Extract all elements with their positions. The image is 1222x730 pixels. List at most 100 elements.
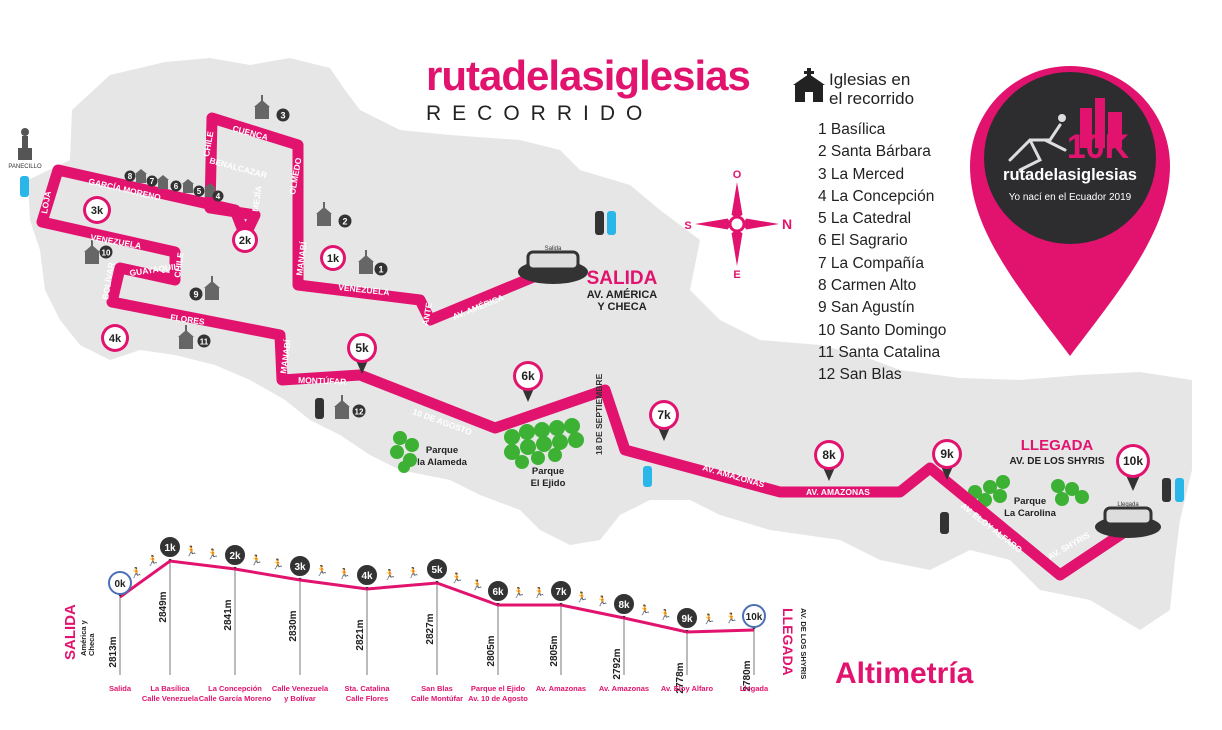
altimetry-km-marker: 7k — [549, 579, 573, 605]
water-bottle-icon — [1175, 478, 1184, 502]
church-legend-item: 8 Carmen Alto — [818, 277, 917, 295]
church-icon — [182, 179, 194, 193]
altimetry-location: Calle Venezuela — [142, 694, 199, 703]
runner-icon: 🏃 — [384, 568, 396, 581]
church-number: 11 — [200, 338, 209, 347]
church-icon — [84, 240, 100, 264]
runner-icon — [1008, 123, 1067, 172]
church-icon — [135, 169, 147, 183]
km-marker-2k: 2k — [232, 227, 258, 253]
altimetry-elevation: 2821m — [355, 619, 366, 650]
altimetry-location: Calle Flores — [346, 694, 389, 703]
altimetry-km-label: 3k — [294, 562, 306, 573]
runner-icon: 🏃 — [451, 571, 463, 584]
altimetry-location: Llegada — [740, 684, 769, 693]
church-number: 7 — [150, 177, 155, 186]
altimetry-km-label: 8k — [618, 600, 630, 611]
map-finish-sub: AV. DE LOS SHYRIS — [1009, 456, 1104, 467]
street-label: MANABÍ — [294, 241, 309, 277]
altimetry-location: Av. Amazonas — [536, 684, 586, 693]
altimetry-km-label: 4k — [361, 571, 373, 582]
church-legend-title: Iglesias en el recorrido — [829, 70, 914, 108]
km-marker-8k: 8k — [814, 440, 844, 481]
svg-text:6k: 6k — [521, 369, 535, 383]
altimetry-finish-title: LLEGADA — [780, 608, 796, 676]
altimetry-km-label: 5k — [431, 565, 443, 576]
runner-icon: 🏃 — [207, 547, 219, 560]
badge-tagline: Yo nací en el Ecuador 2019 — [1009, 192, 1132, 203]
map-start-line1: AV. AMÉRICA — [587, 288, 658, 301]
church-number-markers: 1 2 3 4 5 6 7 8 9 10 11 12 — [99, 108, 388, 418]
parque-alameda — [390, 431, 419, 473]
church-legend-title-line1: Iglesias en — [829, 70, 911, 89]
map-start-line2: Y CHECA — [597, 301, 646, 313]
church-skyline-icon — [1080, 98, 1122, 148]
church-legend-list: 1 Basílica 2 Santa Bárbara 3 La Merced 4… — [818, 119, 946, 387]
church-icon — [178, 325, 194, 349]
altimetry-location: Calle García Moreno — [199, 694, 272, 703]
brand-subtitle: RECORRIDO — [426, 102, 654, 125]
altimetry-km-label: 0k — [114, 579, 126, 590]
altimetry-start-title: SALIDA — [62, 604, 79, 660]
svg-text:8k: 8k — [822, 448, 836, 462]
runner-icon: 🏃 — [533, 586, 545, 599]
altimetry-location: Sta. Catalina — [344, 684, 390, 693]
church-legend-item: 7 La Compañía — [818, 254, 924, 272]
park-label: El Ejido — [531, 478, 566, 489]
church-number: 1 — [378, 265, 383, 275]
altimetry-start: SALIDA América y Checa — [62, 600, 106, 690]
svg-text:2k: 2k — [239, 235, 252, 247]
altimetry-km-marker: 4k — [355, 563, 379, 589]
church-icon — [204, 276, 220, 300]
street-label: CHILE — [172, 251, 185, 278]
svg-text:9k: 9k — [940, 447, 954, 461]
water-bottle-icon — [607, 211, 616, 235]
altimetry-location: La Basílica — [150, 684, 190, 693]
water-bottle-icon — [315, 398, 324, 419]
street-label: FLORES — [170, 312, 206, 327]
altimetry-km-marker: 8k — [612, 592, 636, 618]
church-number: 8 — [128, 172, 133, 181]
panecillo-icon — [18, 128, 32, 160]
altimetry-km-marker: 6k — [486, 579, 510, 605]
church-number: 6 — [174, 182, 179, 191]
altimetry-location: Av. 10 de Agosto — [468, 694, 528, 703]
start-arch: Salida — [518, 246, 588, 284]
finish-arch-label: Llegada — [1117, 502, 1139, 508]
church-number: 12 — [355, 408, 364, 417]
runner-icon: 🏃 — [725, 612, 737, 625]
runner-icon: 🏃 — [596, 595, 608, 608]
altimetry-start-sub: América y Checa — [79, 620, 96, 656]
street-label: AV. AMAZONAS — [806, 487, 870, 497]
runner-icon: 🏃 — [407, 566, 419, 579]
altimetry-location: Av. Amazonas — [599, 684, 649, 693]
compass-s: S — [684, 220, 691, 232]
street-label: MEJÍA — [250, 185, 264, 212]
altimetry-location: Calle Venezuela — [272, 684, 329, 693]
church-legend-item: 9 San Agustín — [818, 299, 915, 317]
church-icon — [254, 95, 270, 119]
church-icons — [84, 95, 374, 419]
km-marker-6k: 6k — [513, 361, 543, 402]
km-marker-10k: 10k — [1116, 444, 1150, 491]
street-label: LOJA — [39, 190, 53, 214]
altimetry-location: Av. Eloy Alfaro — [661, 684, 714, 693]
runner-icon: 🏃 — [272, 557, 284, 570]
runner-icon: 🏃 — [250, 554, 262, 567]
altimetry-km-label: 1k — [164, 543, 176, 554]
km-marker-7k: 7k — [649, 400, 679, 441]
altimetry-km-label: 2k — [229, 551, 241, 562]
altimetry-location: Calle Montúfar — [411, 694, 463, 703]
church-number: 9 — [193, 290, 198, 300]
altimetry-title: Altimetría — [835, 657, 974, 690]
altimetry-finish: LLEGADA AV. DE LOS SHYRIS — [778, 608, 818, 708]
route-line — [36, 112, 1141, 581]
altimetry-km-marker: 5k — [425, 557, 449, 583]
km-marker-3k: 3k — [83, 196, 111, 224]
runner-icon: 🏃 — [659, 608, 671, 621]
water-bottle-icon — [940, 512, 949, 534]
altimetry-km-label: 7k — [555, 587, 567, 598]
runner-icon: 🏃 — [130, 566, 142, 579]
altimetry-elevation: 2780m — [742, 660, 753, 691]
